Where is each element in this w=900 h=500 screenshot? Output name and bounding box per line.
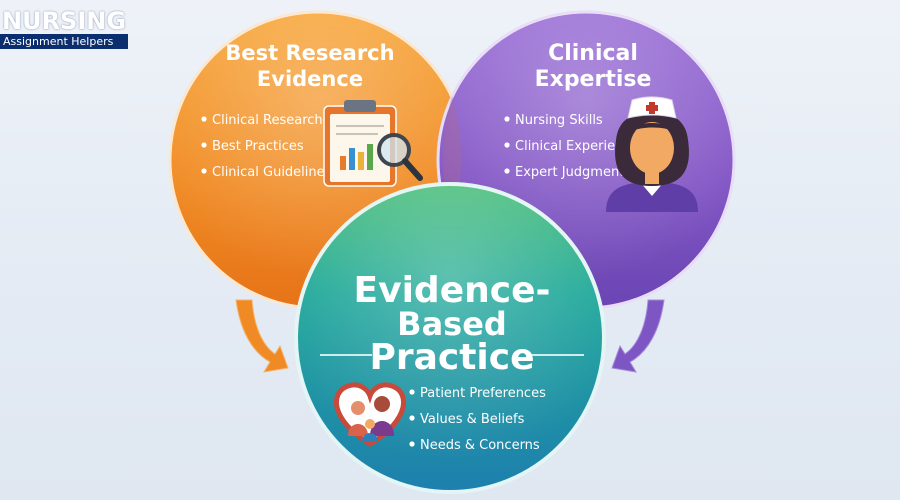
logo[interactable]: NURSING Assignment Helpers <box>0 8 128 49</box>
practice-list: Patient Preferences Values & Beliefs Nee… <box>409 386 546 453</box>
research-item-1: Clinical Research <box>212 113 323 128</box>
research-item-2: Best Practices <box>212 139 304 154</box>
research-title-line2: Evidence <box>257 67 363 91</box>
family-heart-icon <box>333 382 407 447</box>
research-title-line1: Best Research <box>225 41 394 65</box>
practice-item-1: Patient Preferences <box>420 386 546 401</box>
research-list: Clinical Research Best Practices Clinica… <box>201 113 332 180</box>
clipboard-magnifier-icon <box>323 100 423 187</box>
logo-wordmark: NURSING <box>2 7 127 35</box>
expertise-title-line2: Expertise <box>535 67 652 92</box>
practice-title-line3: Practice <box>369 337 534 378</box>
expertise-title-line1: Clinical <box>548 41 638 66</box>
expertise-item-1: Nursing Skills <box>515 113 603 128</box>
research-item-3: Clinical Guidelines <box>212 165 332 180</box>
arrow-right-icon <box>611 299 665 373</box>
expertise-item-3: Expert Judgment <box>515 165 624 180</box>
arrow-left-icon <box>235 299 289 373</box>
logo-tagline: Assignment Helpers <box>0 34 128 49</box>
practice-title-line1: Evidence- <box>354 270 551 311</box>
nurse-icon <box>606 96 698 212</box>
expertise-item-2: Clinical Experience <box>515 139 639 154</box>
practice-item-2: Values & Beliefs <box>420 412 525 427</box>
practice-item-3: Needs & Concerns <box>420 438 540 453</box>
expertise-list: Nursing Skills Clinical Experience Exper… <box>504 113 639 180</box>
practice-title-line2: Based <box>397 305 507 343</box>
